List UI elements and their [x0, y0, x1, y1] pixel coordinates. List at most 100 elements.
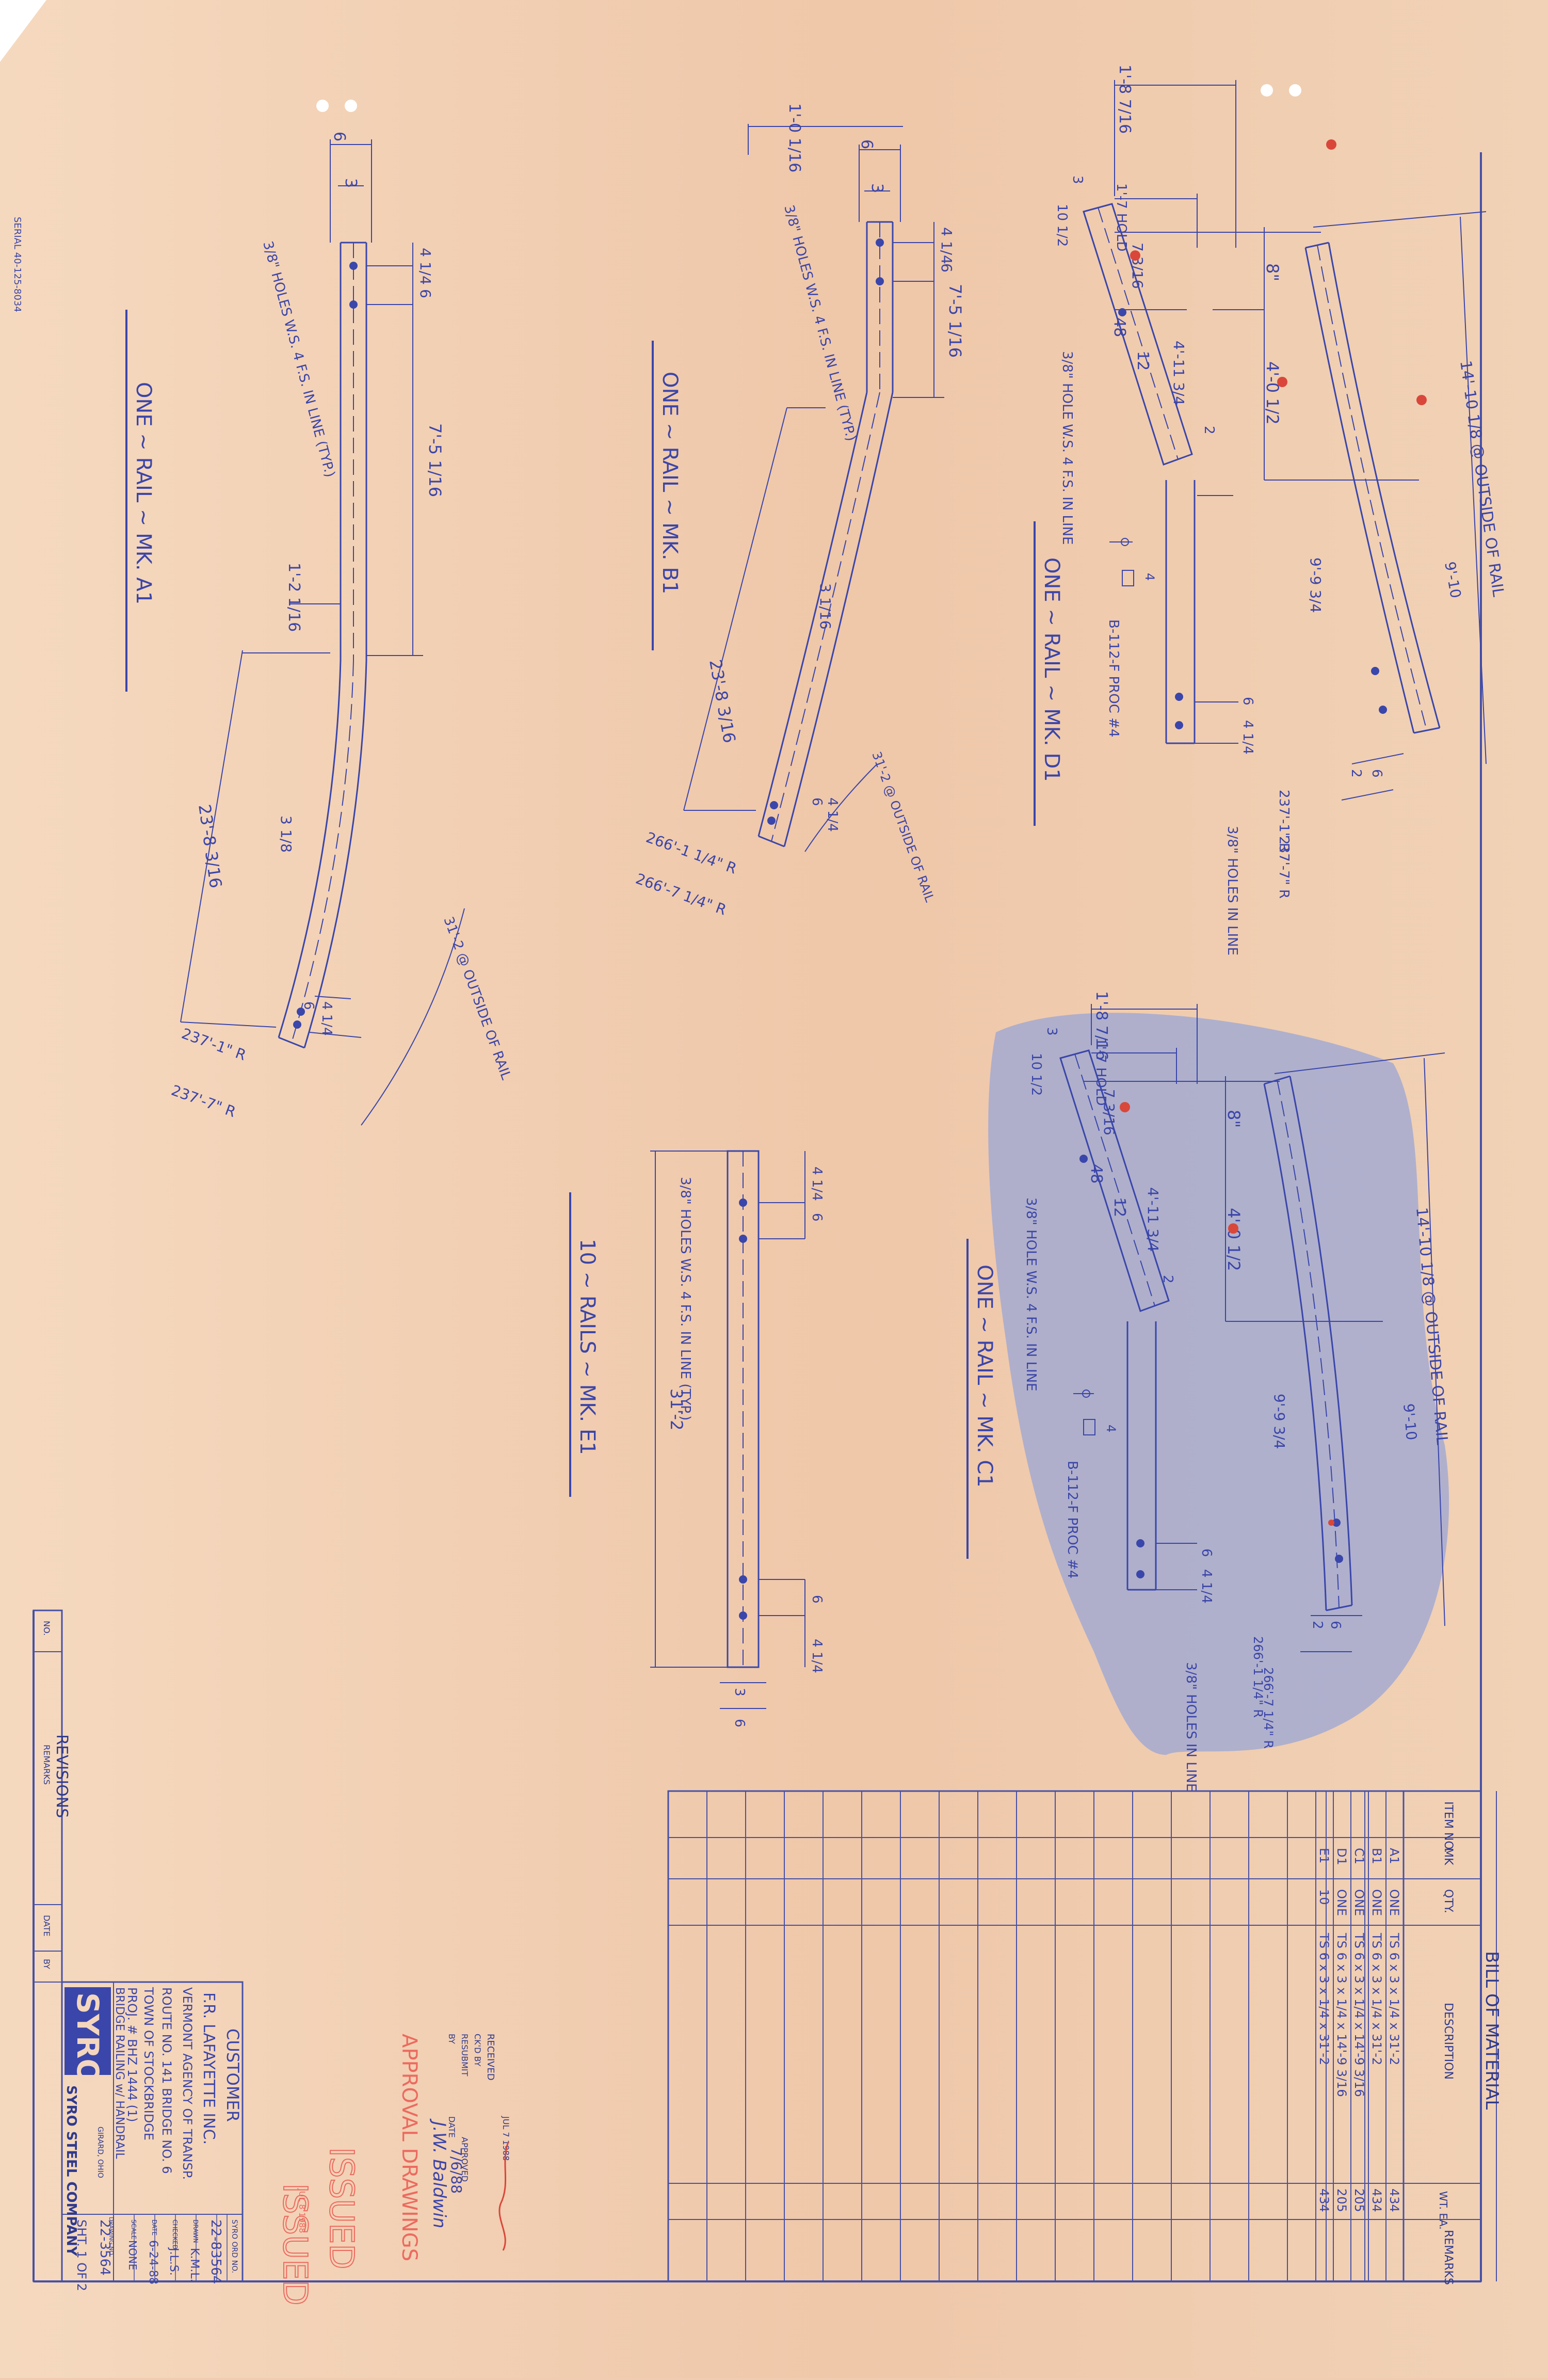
c1-dim: 6 — [1328, 1621, 1343, 1630]
date-label: DATE — [151, 2219, 158, 2235]
d1-dim: 6 — [1240, 697, 1255, 706]
d1-title: ONE ~ RAIL ~ MK. D1 — [1040, 557, 1063, 782]
c1-highlight — [988, 1013, 1449, 1755]
c1-dim: 8" — [1224, 1110, 1244, 1128]
issued-stamp-2: ISSUED — [276, 2183, 314, 2306]
d1-dim: 4 1/4 — [1240, 720, 1255, 755]
bom-cell-wt: 434 — [1387, 2189, 1401, 2212]
b1-dim: 4 1/4 — [938, 227, 955, 264]
d1-dim: 4'-11 3/4 — [1170, 341, 1187, 405]
by-stamp-label: BY — [447, 2034, 457, 2044]
d1-radius: 237'-1" R — [1276, 790, 1292, 852]
c1-top-dim: 1'-7 HOLD — [1093, 1037, 1108, 1106]
signature: J.W. Baldwin — [429, 2118, 449, 2228]
bom-cell-mk: A1 — [1387, 1848, 1401, 1864]
a1-dim: 3 1/8 — [278, 816, 295, 853]
b1-dim: 6 — [809, 797, 825, 806]
revisions-header-by: BY — [42, 1959, 52, 1969]
bom-cell-mk: B1 — [1369, 1848, 1384, 1864]
rail-e1-profile — [727, 1150, 760, 1668]
c1-weld: 4 — [1104, 1425, 1118, 1432]
drawn-label: DRAWN — [192, 2219, 199, 2243]
c1-dim: 10 1/2 — [1028, 1053, 1044, 1096]
punch-hole — [1261, 84, 1273, 97]
resubmit-label: RESUBMIT — [460, 2034, 470, 2076]
c1-radius: 266'-7 1/4" R — [1261, 1667, 1276, 1749]
rail-d1-profile — [1083, 203, 1441, 744]
bom-cell-wt: 434 — [1317, 2189, 1331, 2212]
town: TOWN OF STOCKBRIDGE — [141, 1987, 156, 2141]
a1-dim: 4 1/4 — [319, 1001, 334, 1036]
b1-title: ONE ~ RAIL ~ MK. B1 — [658, 372, 682, 594]
d1-weld: 4 — [1142, 573, 1157, 581]
red-corrections — [1120, 139, 1427, 1526]
d1-dim: 12 — [1134, 351, 1152, 371]
a1-dimension-lines — [180, 139, 465, 1126]
received-label: RECEIVED — [485, 2034, 496, 2081]
bom-cell-description: TS 6 x 3 x 1/4 x 14'-9 3/16 — [1334, 1932, 1349, 2097]
d1-holes — [1118, 308, 1387, 729]
a1-dim: 1'-2 1/16 — [285, 563, 303, 632]
d1-radius: 237'-7" R — [1276, 836, 1292, 899]
e1-dim: 6 — [809, 1213, 825, 1222]
project: PROJ. # BHZ 1444 (1) — [125, 1987, 139, 2122]
detail-mk-d1: ONE ~ RAIL ~ MK. D1 1'-8 7/16 1'-7 HOLD … — [1034, 65, 1507, 955]
title-block: SYRO SYRO STEEL COMPANY GIRARD, OHIO CUS… — [61, 1981, 244, 2291]
c1-holes — [1079, 1155, 1343, 1578]
a1-dim: 23'-8 3/16 — [195, 803, 225, 889]
b1-dim: 6 — [858, 139, 876, 149]
a1-dim: 6 — [301, 1001, 316, 1010]
stamps: APPROVAL DRAWINGS ISSUED ISSUED JUL 8 19… — [275, 2034, 511, 2306]
a1-dim: 6 — [417, 289, 434, 298]
b1-dim: 23'-8 3/16 — [705, 658, 739, 745]
c1-dim: 6 — [1199, 1548, 1214, 1557]
revisions-header-date: DATE — [42, 1915, 52, 1937]
d1-dim: 6 — [1369, 769, 1384, 778]
company-location: GIRARD, OHIO — [96, 2127, 104, 2178]
bom-header-item: ITEM NO. — [1442, 1801, 1455, 1853]
e1-dim: 4 1/4 — [809, 1167, 825, 1201]
a1-outside-note: 31'-2 @ OUTSIDE OF RAIL — [440, 915, 513, 1082]
approval-stamp: APPROVAL DRAWINGS — [397, 2034, 421, 2261]
bill-of-material: BILL OF MATERIAL ITEM NO. MK QTY. DESCRI… — [1402, 1790, 1502, 2285]
a1-dim: 6 — [330, 132, 348, 141]
c1-dim: 4'-11 3/4 — [1144, 1187, 1162, 1252]
e1-holes — [739, 1199, 747, 1620]
d1-hole-note: 3/8" HOLE W.S. 4 F.S. IN LINE — [1059, 351, 1075, 545]
punch-hole — [1289, 84, 1301, 97]
a1-radius: 237'-7" R — [169, 1082, 238, 1121]
b1-dim: 3 — [868, 183, 886, 193]
bom-cell-qty: ONE — [1369, 1889, 1384, 1916]
detail-mk-a1: ONE ~ RAIL ~ MK. A1 3/8" HOLES W.S. 4 F.… — [125, 132, 514, 1126]
date-stamp-label: DATE — [447, 2116, 457, 2138]
revisions-header-remarks: REMARKS — [42, 1745, 52, 1785]
c1-dim: 4 1/4 — [1199, 1569, 1214, 1604]
b1-dim: 6 — [938, 263, 955, 273]
syro-logo — [64, 1987, 111, 2075]
bom-header-description: DESCRIPTION — [1442, 2003, 1455, 2080]
d1-dimension-lines — [1114, 80, 1487, 801]
c1-radius: 266'-1 1/4" R — [1251, 1636, 1265, 1718]
d1-dim: 2 — [1201, 426, 1217, 435]
b1-dim: 7'-5 1/16 — [945, 284, 965, 358]
a1-radius: 237'-1" R — [180, 1025, 249, 1064]
c1-dim: 9'-10 — [1400, 1403, 1420, 1441]
e1-dimension-lines — [650, 1151, 805, 1709]
ckd-by-label: CK'D BY — [473, 2034, 482, 2067]
a1-holes — [293, 262, 358, 1029]
d1-dim: 4'-0 1/2 — [1263, 361, 1282, 425]
bom-cell-mk: E1 — [1317, 1848, 1331, 1863]
owner: VERMONT AGENCY OF TRANSP. — [180, 1987, 195, 2180]
e1-holes-note: 3/8" HOLES W.S. 4 F.S. IN LINE (TYP.) — [678, 1177, 693, 1420]
b1-holes — [767, 238, 884, 825]
detail-mk-b1: ONE ~ RAIL ~ MK. B1 3/8" HOLES W.S. 4 F.… — [634, 103, 965, 919]
approved-label: APPROVED — [460, 2137, 470, 2182]
issued-stamp-1: ISSUED — [322, 2147, 360, 2270]
d1-dim: 10 1/2 — [1054, 204, 1070, 247]
checked-label: CHECKED — [171, 2219, 179, 2249]
d1-proc: B-112-F PROC #4 — [1106, 619, 1121, 737]
bom-cell-description: TS 6 x 3 x 1/4 x 14'-9 3/16 — [1352, 1932, 1366, 2097]
c1-weld-symbol — [1073, 1389, 1095, 1435]
d1-top-dim: 1'-7 HOLD — [1114, 183, 1129, 251]
